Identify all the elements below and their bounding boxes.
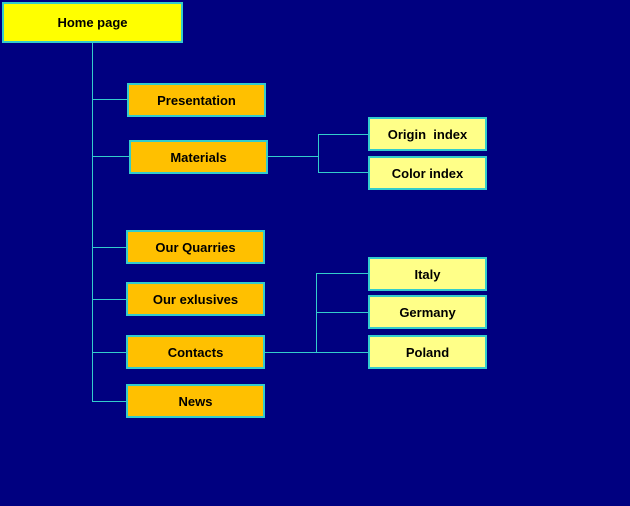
poland-node[interactable]: Poland <box>368 335 487 369</box>
our-quarries-node[interactable]: Our Quarries <box>126 230 265 264</box>
news-node[interactable]: News <box>126 384 265 418</box>
italy-node[interactable]: Italy <box>368 257 487 291</box>
color-index-node[interactable]: Color index <box>368 156 487 190</box>
germany-node[interactable]: Germany <box>368 295 487 329</box>
home-page-node[interactable]: Home page <box>2 2 183 43</box>
presentation-node[interactable]: Presentation <box>127 83 266 117</box>
origin-index-node[interactable]: Origin index <box>368 117 487 151</box>
materials-node[interactable]: Materials <box>129 140 268 174</box>
contacts-node[interactable]: Contacts <box>126 335 265 369</box>
our-exclusives-node[interactable]: Our exlusives <box>126 282 265 316</box>
